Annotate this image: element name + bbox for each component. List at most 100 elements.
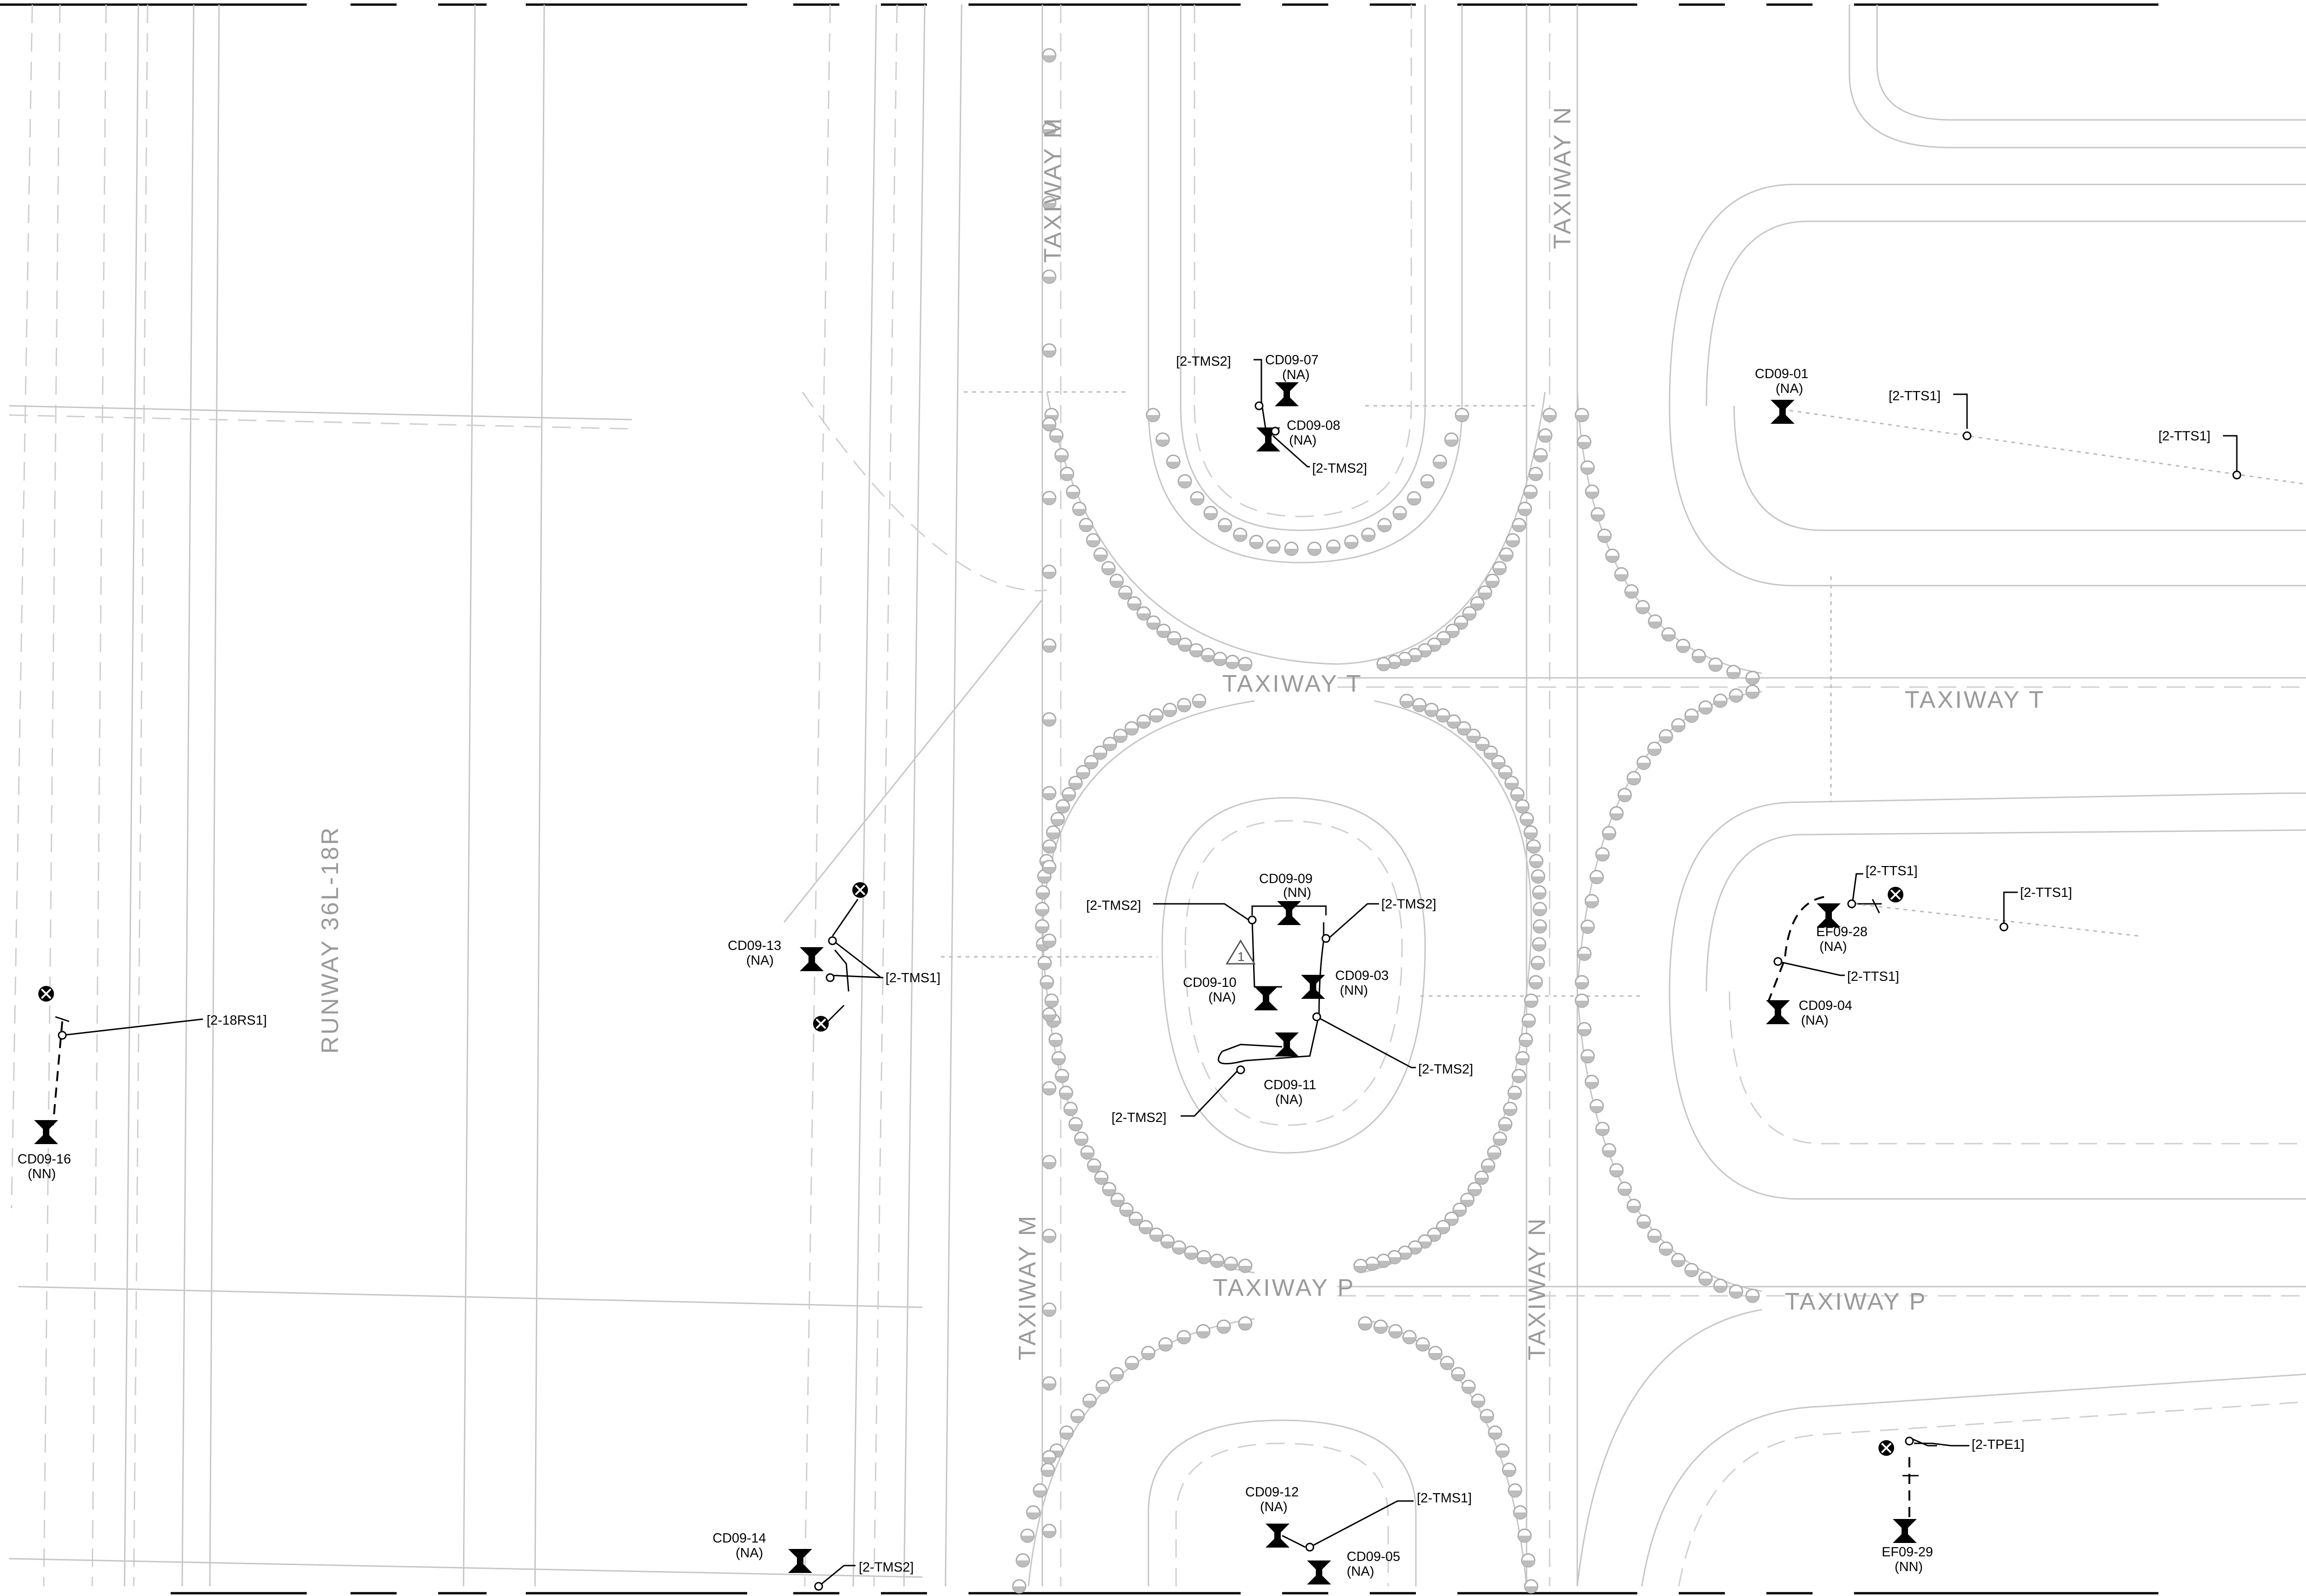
- edge-light-icon: [1040, 975, 1054, 990]
- camera-icon-cd09-12[interactable]: [1266, 1524, 1290, 1548]
- camera-icon-cd09-07[interactable]: [1275, 382, 1299, 406]
- device-label-cd09-12[interactable]: CD09-12 (NA): [1245, 1485, 1299, 1514]
- edge-light-icon: [1307, 541, 1322, 556]
- edge-light-icon: [1481, 1158, 1496, 1173]
- camera-icon-cd09-13[interactable]: [800, 947, 824, 971]
- edge-light-icon: [1042, 343, 1057, 358]
- edge-light-icon: [1402, 1330, 1417, 1345]
- device-tag: (NA): [1282, 368, 1310, 382]
- ref-tts1[interactable]: [2-TTS1]: [1866, 864, 1918, 878]
- edge-light-icon: [1524, 1579, 1539, 1594]
- edge-light-icon: [1471, 1394, 1486, 1408]
- ref-tts1[interactable]: [2-TTS1]: [1847, 969, 1899, 984]
- camera-icon-cd09-10[interactable]: [1254, 986, 1278, 1010]
- camera-icon-cd09-01[interactable]: [1771, 400, 1795, 424]
- edge-light-icon: [1094, 1170, 1109, 1185]
- edge-light-icon: [1684, 1263, 1699, 1277]
- device-label-cd09-05[interactable]: CD09-05 (NA): [1347, 1549, 1400, 1579]
- edge-light-icon: [1060, 467, 1075, 481]
- camera-icon-cd09-11[interactable]: [1275, 1032, 1299, 1056]
- device-tag: (NA): [1776, 381, 1803, 396]
- camera-icon-ef09-28[interactable]: [1817, 903, 1841, 927]
- device-label-cd09-03[interactable]: CD09-03 (NN): [1335, 968, 1389, 998]
- ref-tts1[interactable]: [2-TTS1]: [2020, 885, 2072, 900]
- camera-icon-cd09-05[interactable]: [1307, 1560, 1331, 1584]
- device-label-cd09-08[interactable]: CD09-08 (NA): [1287, 418, 1340, 448]
- edge-light-icon: [1042, 638, 1057, 653]
- edge-light-icon: [1127, 596, 1141, 611]
- device-id: EF09-28: [1816, 925, 1867, 939]
- edge-light-icon: [1581, 1049, 1595, 1063]
- edge-light-icon: [1614, 567, 1629, 581]
- device-label-cd09-16[interactable]: CD09-16 (NN): [18, 1152, 71, 1181]
- edge-light-icon: [1033, 1483, 1047, 1498]
- device-id: CD09-03: [1335, 968, 1389, 983]
- ref-tms1[interactable]: [2-TMS1]: [1417, 1491, 1472, 1506]
- edge-light-icon: [1577, 435, 1592, 449]
- device-id: CD09-16: [18, 1152, 71, 1167]
- edge-light-icon: [1577, 1022, 1592, 1037]
- edge-light-icon: [1016, 1553, 1030, 1568]
- edge-light-icon: [1745, 684, 1760, 699]
- edge-light-icon: [1158, 1337, 1173, 1352]
- edge-light-icon: [1658, 1241, 1673, 1256]
- ref-tms2[interactable]: [2-TMS2]: [1086, 898, 1141, 913]
- device-label-ef09-29[interactable]: EF09-29 (NN): [1882, 1545, 1933, 1574]
- device-id: CD09-10: [1183, 975, 1236, 990]
- edge-light-icon: [1035, 885, 1050, 900]
- edge-light-icon: [1196, 1250, 1211, 1264]
- edge-light-icon: [1093, 547, 1108, 562]
- camera-icon-cd09-09[interactable]: [1277, 901, 1301, 925]
- edge-light-icon: [1726, 665, 1741, 679]
- ref-tms2[interactable]: [2-TMS2]: [1176, 354, 1231, 369]
- edge-light-icon: [1502, 1462, 1516, 1477]
- ref-tms1[interactable]: [2-TMS1]: [886, 971, 940, 985]
- ref-tms2[interactable]: [2-TMS2]: [859, 1560, 914, 1575]
- ref-tms2[interactable]: [2-TMS2]: [1381, 897, 1436, 912]
- camera-icon-cd09-03[interactable]: [1301, 975, 1325, 999]
- device-label-cd09-01[interactable]: CD09-01 (NA): [1755, 367, 1808, 396]
- edge-light-icon: [1691, 649, 1706, 663]
- edge-light-icon: [1066, 485, 1081, 499]
- edge-light-icon: [1528, 975, 1543, 990]
- edge-light-icon: [1575, 408, 1589, 422]
- flood-light-icon: [851, 881, 869, 899]
- ref-tms2[interactable]: [2-TMS2]: [1111, 1110, 1166, 1125]
- edge-light-icon: [1051, 1051, 1066, 1066]
- edge-light-icon: [1440, 1356, 1455, 1371]
- ref-tms2[interactable]: [2-TMS2]: [1418, 1062, 1473, 1077]
- device-tag: (NA): [1347, 1564, 1374, 1579]
- device-label-cd09-11[interactable]: CD09-11 (NA): [1264, 1078, 1316, 1107]
- edge-light-icon: [1216, 1319, 1231, 1334]
- ref-tms2[interactable]: [2-TMS2]: [1312, 461, 1367, 476]
- edge-light-icon: [1589, 870, 1604, 884]
- edge-light-icon: [1086, 533, 1100, 548]
- camera-icon-cd09-04[interactable]: [1766, 1000, 1790, 1024]
- ref-tts1[interactable]: [2-TTS1]: [1889, 389, 1941, 403]
- device-label-cd09-09[interactable]: CD09-09 (NN): [1259, 872, 1313, 900]
- edge-light-icon: [1225, 654, 1240, 669]
- edge-light-icon: [1729, 1284, 1743, 1299]
- edge-light-icon: [1527, 839, 1541, 854]
- edge-light-icon: [1046, 825, 1061, 840]
- ref-18rs1[interactable]: [2-18RS1]: [207, 1013, 267, 1028]
- edge-light-icon: [1415, 1337, 1430, 1352]
- edge-light-icon: [1523, 825, 1538, 840]
- device-label-cd09-10[interactable]: CD09-10 (NA): [1183, 975, 1236, 1005]
- device-label-cd09-04[interactable]: CD09-04 (NA): [1799, 998, 1852, 1028]
- device-label-ef09-28[interactable]: EF09-28 (NA): [1816, 925, 1867, 954]
- edge-light-icon: [1495, 1443, 1510, 1458]
- camera-icon-cd09-14[interactable]: [788, 1549, 812, 1573]
- edge-light-icon: [1512, 518, 1527, 532]
- camera-icon-ef09-29[interactable]: [1893, 1519, 1917, 1543]
- camera-icon-cd09-16[interactable]: [34, 1120, 58, 1144]
- edge-light-icon: [1055, 1068, 1070, 1083]
- edge-light-icon: [1532, 937, 1546, 952]
- device-label-cd09-14[interactable]: CD09-14 (NA): [713, 1531, 766, 1560]
- taxiway-m-label: TAXIWAY M: [1040, 117, 1066, 263]
- device-label-cd09-13[interactable]: CD09-13 (NA): [728, 938, 781, 968]
- edge-light-icon: [1040, 1462, 1055, 1477]
- ref-tpe1[interactable]: [2-TPE1]: [1972, 1437, 2024, 1452]
- ref-tts1[interactable]: [2-TTS1]: [2158, 429, 2211, 444]
- device-label-cd09-07[interactable]: CD09-07 (NA): [1265, 353, 1319, 382]
